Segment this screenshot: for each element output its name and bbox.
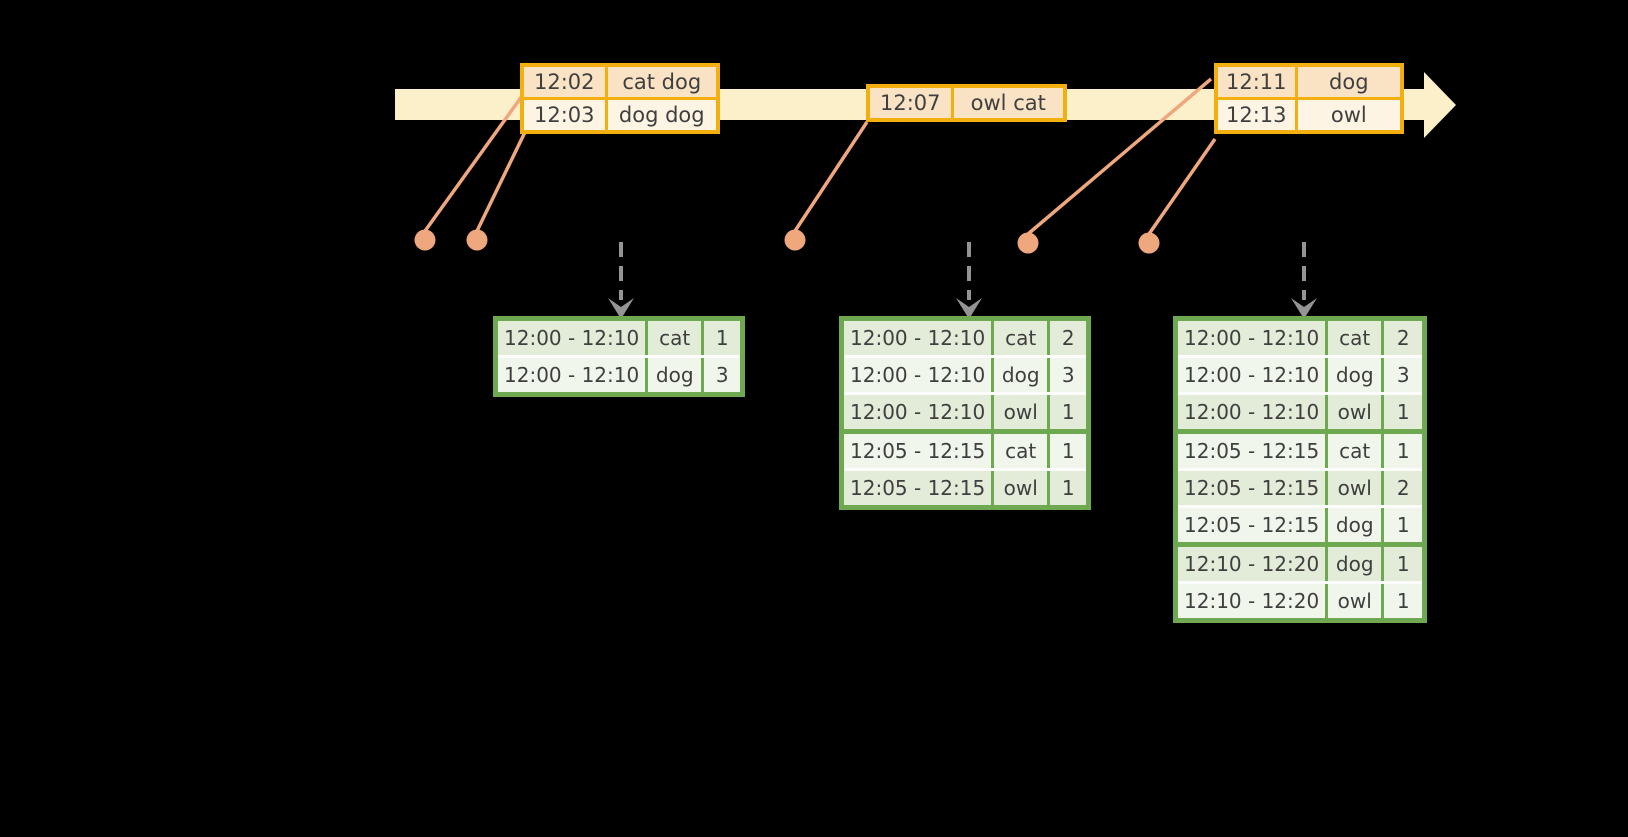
- result-count-cell: 2: [1381, 317, 1427, 358]
- result-window-cell: 12:00 - 12:10: [839, 317, 995, 358]
- result-window-cell: 12:05 - 12:15: [839, 468, 995, 509]
- result-word-cell: owl: [1325, 581, 1385, 622]
- result-word-cell: dog: [991, 355, 1051, 395]
- down-arrowhead-icon: [1291, 298, 1317, 319]
- result-window-cell: 12:00 - 12:10: [839, 392, 995, 433]
- event-dot-icon: [784, 229, 806, 251]
- result-word-cell: owl: [1325, 468, 1385, 508]
- timeline-arrowhead-icon: [1424, 72, 1456, 138]
- result-word-cell: owl: [1325, 392, 1385, 433]
- result-window-cell: 12:00 - 12:10: [493, 317, 649, 358]
- result-word-cell: owl: [991, 468, 1051, 509]
- result-word-cell: dog: [1325, 355, 1385, 395]
- result-window-cell: 12:05 - 12:15: [839, 429, 995, 471]
- result-window-cell: 12:00 - 12:10: [1173, 392, 1329, 433]
- event-time-cell: 12:03: [520, 97, 608, 134]
- event-words-cell: dog dog: [604, 97, 720, 134]
- result-word-cell: dog: [645, 355, 705, 396]
- event-connectors: [423, 77, 1217, 236]
- result-count-cell: 1: [1047, 468, 1091, 509]
- result-window-cell: 12:00 - 12:10: [1173, 317, 1329, 358]
- event-time-cell: 12:07: [866, 84, 954, 122]
- result-count-cell: 2: [1381, 468, 1427, 508]
- event-words-cell: cat dog: [604, 63, 720, 100]
- result-count-cell: 1: [1381, 392, 1427, 433]
- result-window-cell: 12:10 - 12:20: [1173, 581, 1329, 622]
- connector-line: [1147, 138, 1217, 235]
- event-dot-icon: [1017, 232, 1039, 254]
- result-word-cell: cat: [1325, 317, 1385, 358]
- connector-line: [475, 129, 528, 232]
- connector-line: [423, 94, 524, 233]
- event-dot-icon: [1138, 232, 1160, 254]
- result-count-cell: 1: [1381, 505, 1427, 546]
- result-count-cell: 3: [701, 355, 745, 396]
- down-arrowhead-icon: [608, 298, 634, 319]
- result-window-cell: 12:00 - 12:10: [1173, 355, 1329, 395]
- result-word-cell: dog: [1325, 505, 1385, 546]
- result-count-cell: 1: [1047, 429, 1091, 471]
- result-count-cell: 3: [1381, 355, 1427, 395]
- result-count-cell: 1: [701, 317, 745, 358]
- result-count-cell: 1: [1381, 429, 1427, 471]
- result-window-cell: 12:10 - 12:20: [1173, 542, 1329, 584]
- event-words-cell: owl cat: [950, 84, 1067, 122]
- result-count-cell: 1: [1047, 392, 1091, 433]
- event-words-cell: owl: [1294, 97, 1404, 134]
- connector-line: [793, 121, 869, 232]
- result-count-cell: 1: [1381, 542, 1427, 584]
- event-time-cell: 12:13: [1214, 97, 1298, 134]
- result-count-cell: 2: [1047, 317, 1091, 358]
- result-word-cell: dog: [1325, 542, 1385, 584]
- down-arrowhead-icon: [956, 298, 982, 319]
- result-window-cell: 12:00 - 12:10: [493, 355, 649, 396]
- event-time-cell: 12:11: [1214, 63, 1298, 100]
- result-count-cell: 1: [1381, 581, 1427, 622]
- result-window-cell: 12:05 - 12:15: [1173, 429, 1329, 471]
- result-window-cell: 12:05 - 12:15: [1173, 505, 1329, 546]
- result-arrows: [608, 242, 1317, 319]
- result-word-cell: cat: [1325, 429, 1385, 471]
- result-word-cell: owl: [991, 392, 1051, 433]
- event-dot-icon: [466, 229, 488, 251]
- result-window-cell: 12:00 - 12:10: [839, 355, 995, 395]
- connector-line: [1026, 77, 1213, 236]
- result-count-cell: 3: [1047, 355, 1091, 395]
- event-time-cell: 12:02: [520, 63, 608, 100]
- result-word-cell: cat: [991, 429, 1051, 471]
- result-word-cell: cat: [991, 317, 1051, 358]
- result-window-cell: 12:05 - 12:15: [1173, 468, 1329, 508]
- event-dot-icon: [414, 229, 436, 251]
- event-words-cell: dog: [1294, 63, 1404, 100]
- result-word-cell: cat: [645, 317, 705, 358]
